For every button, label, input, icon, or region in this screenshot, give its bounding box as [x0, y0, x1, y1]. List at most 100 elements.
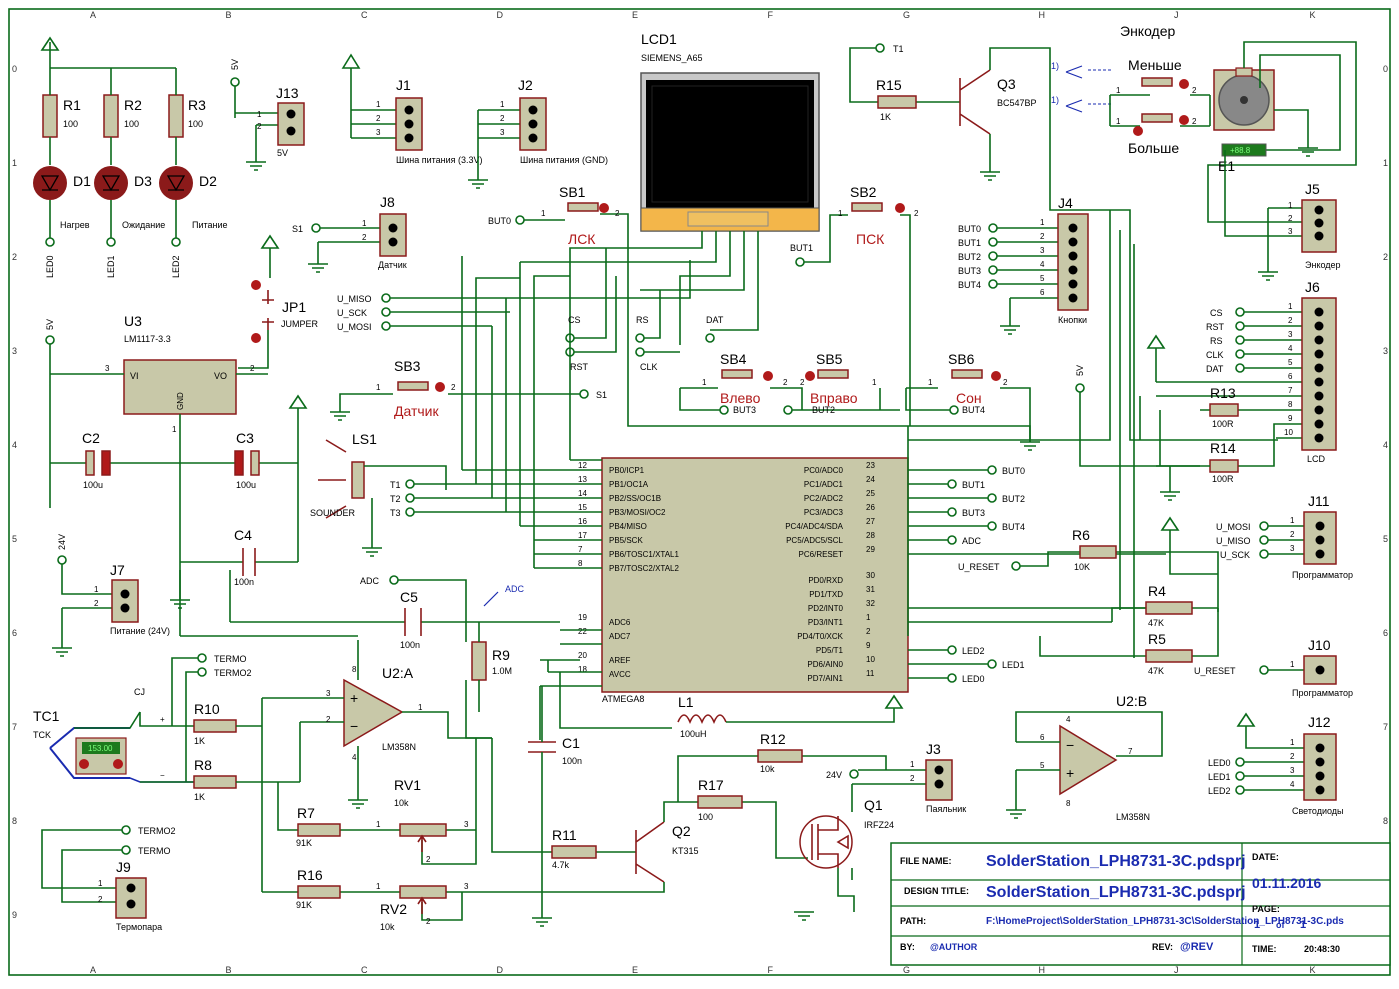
u3-supply: 5V: [45, 319, 55, 330]
grid-row-right: 0: [1383, 64, 1388, 74]
r7-ref: R7: [297, 805, 315, 821]
svg-text:1: 1: [376, 820, 381, 829]
grid-row-left: 8: [12, 816, 17, 826]
r3-body: [168, 94, 184, 138]
svg-text:2: 2: [1288, 214, 1293, 223]
tc1-thermocouple: 153.00 TC1 TCK CJ +−: [33, 687, 194, 783]
tc1-value: TCK: [33, 730, 51, 740]
svg-text:−: −: [1066, 737, 1074, 753]
svg-text:2: 2: [1003, 378, 1008, 387]
c4-value: 100n: [234, 577, 254, 587]
svg-text:5: 5: [1288, 358, 1293, 367]
svg-text:−: −: [160, 771, 165, 780]
j11-net-0: U_MOSI: [1216, 522, 1251, 532]
sb3-label: Датчик: [394, 403, 439, 419]
grid-row-right: 2: [1383, 252, 1388, 262]
mcu-right-pin-name: PC0/ADC0: [804, 466, 844, 475]
grid-row-left: 7: [12, 722, 17, 732]
svg-text:5: 5: [1040, 761, 1045, 770]
c1-ref: C1: [562, 735, 580, 751]
termo-nets: TERMO TERMO2: [171, 653, 252, 782]
tb-page: 1: [1254, 919, 1260, 931]
mcu-right-pin-num: 25: [866, 489, 875, 498]
grid-col-top: J: [1174, 10, 1179, 20]
mcu-right-wiring: BUT0 BUT1 BUT2 BUT3 BUT4 ADC LED2 LED1 L…: [907, 210, 1219, 684]
j2-connector: 123 J2 Шина питания (GND): [468, 77, 608, 189]
led-group: R1 100 R2 100 R3 100 D1 D3 D2 Нагрев Ожи…: [33, 36, 228, 278]
mcu-left-pin-num: 19: [578, 613, 587, 622]
mcu-right-pin-name: PD5/T1: [816, 646, 844, 655]
mcu-right-pin-name: PD2/INT0: [808, 604, 844, 613]
j7-connector: 24V 12 J7 Питание (24V): [52, 534, 170, 657]
j4-net-3: BUT3: [958, 266, 981, 276]
d2-ref: D2: [199, 173, 217, 189]
r9-ref: R9: [492, 647, 510, 663]
mcu-right-pin-num: 9: [866, 641, 871, 650]
grid-col-top: G: [903, 10, 910, 20]
grid-labels: AABBCCDDEEFFGGHHJJKK00112233445566778899: [12, 10, 1388, 975]
grid-row-left: 0: [12, 64, 17, 74]
j9-net-0: TERMO2: [138, 826, 176, 836]
r14-supply: 5V: [1075, 365, 1085, 376]
jp1-value: JUMPER: [281, 319, 319, 329]
grid-row-left: 5: [12, 534, 17, 544]
j11-net-1: U_MISO: [1216, 536, 1251, 546]
r1-value: 100: [63, 119, 78, 129]
svg-text:2: 2: [783, 378, 788, 387]
mcu-right-pin-name: PC2/ADC2: [804, 494, 844, 503]
r15-ref: R15: [876, 77, 902, 93]
mcu-left-pin-name: AVCC: [609, 670, 631, 679]
mcu-left-pin-num: 7: [578, 545, 583, 554]
tb-file-label: FILE NAME:: [900, 856, 952, 866]
mcu-right-pin-name: PD0/RXD: [808, 576, 843, 585]
reset-net: U_RESET: [958, 562, 1000, 572]
svg-text:2: 2: [362, 233, 367, 242]
tb-rev-label: REV:: [1152, 942, 1173, 952]
svg-text:1: 1: [1288, 201, 1293, 210]
encoder-ref: E1: [1218, 158, 1235, 174]
r2-body: [103, 94, 119, 138]
mcu-body: [601, 457, 909, 693]
svg-text:3: 3: [464, 820, 469, 829]
u2b-ref: U2:B: [1116, 693, 1147, 709]
c3-ref: C3: [236, 430, 254, 446]
mcu-left-pin-name: PB3/MOSI/OC2: [609, 508, 666, 517]
svg-text:4: 4: [1040, 260, 1045, 269]
grid-row-left: 4: [12, 440, 17, 450]
tb-by: @AUTHOR: [930, 942, 978, 952]
r13-ref: R13: [1210, 385, 1236, 401]
grid-col-bottom: F: [768, 965, 774, 975]
sb3-net: S1: [596, 390, 607, 400]
svg-text:2: 2: [426, 855, 431, 864]
u3-vi: VI: [130, 371, 139, 381]
sb1-ref: SB1: [559, 184, 586, 200]
q1-value: IRFZ24: [864, 820, 894, 830]
svg-text:3: 3: [1290, 766, 1295, 775]
lcd-clk-net: CLK: [640, 362, 658, 372]
lcd1-ref: LCD1: [641, 31, 677, 47]
svg-text:1: 1: [376, 882, 381, 891]
j13-value: 5V: [277, 148, 288, 158]
r16-ref: R16: [297, 867, 323, 883]
svg-text:−: −: [350, 718, 358, 734]
grid-row-right: 6: [1383, 628, 1388, 638]
tb-time-label: TIME:: [1252, 944, 1277, 954]
svg-text:7: 7: [1128, 747, 1133, 756]
svg-text:2: 2: [800, 378, 805, 387]
svg-text:2: 2: [1192, 86, 1197, 95]
svg-text:9: 9: [1288, 414, 1293, 423]
svg-text:3: 3: [1288, 227, 1293, 236]
r2-value: 100: [124, 119, 139, 129]
encoder-display: +88.8: [1230, 146, 1251, 155]
mcu-left-pin-num: 13: [578, 475, 587, 484]
svg-text:1: 1: [376, 383, 381, 392]
sb5-ref: SB5: [816, 351, 843, 367]
mcu-left-pin-name: PB6/TOSC1/XTAL1: [609, 550, 680, 559]
q3-value: BC547BP: [997, 98, 1037, 108]
sb6-ref: SB6: [948, 351, 975, 367]
r3-ref: R3: [188, 97, 206, 113]
j13-supply: 5V: [230, 59, 240, 70]
